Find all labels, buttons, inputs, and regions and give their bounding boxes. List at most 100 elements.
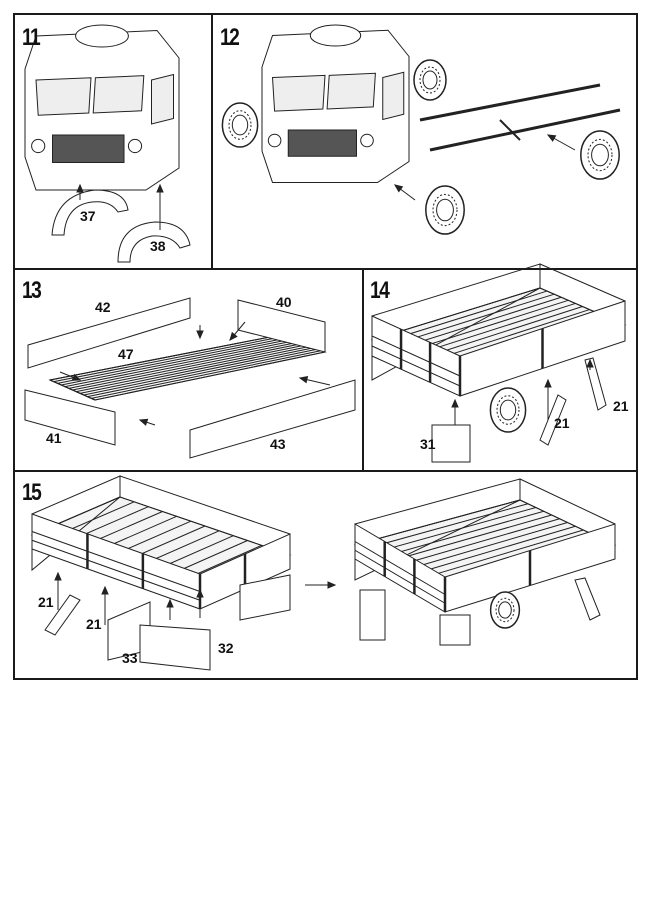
bed-step15-right-plank — [414, 529, 584, 581]
cab-windshield-right — [92, 75, 145, 114]
bed-step15-right-plank — [377, 510, 544, 559]
bed-step15-right-rail — [354, 549, 446, 604]
part-label-21b: 21 — [613, 398, 629, 414]
part-label-37: 37 — [80, 208, 96, 224]
cab-side-window — [382, 71, 405, 121]
step-number-12: 12 — [220, 24, 240, 51]
bed-step15-right-plank — [392, 518, 560, 568]
cab-roof-vent — [75, 24, 129, 48]
part-label-38: 38 — [150, 238, 166, 254]
floor-47-plank — [64, 340, 296, 388]
chassis-rail — [429, 108, 621, 152]
end-panel-40 — [237, 299, 326, 353]
part-label-21a: 21 — [38, 594, 54, 610]
arrow-head — [586, 358, 594, 368]
chassis-crossmember — [499, 119, 521, 141]
bed-step15-right-plank — [369, 507, 536, 555]
wheel-front-left-tread — [228, 110, 252, 140]
arrow-head — [196, 588, 204, 598]
floor-47-plank — [87, 348, 318, 398]
panel-step-15 — [13, 470, 638, 680]
cab-headlight — [127, 138, 143, 154]
arrow-head — [71, 373, 82, 381]
support-block — [239, 574, 291, 621]
box-31 — [431, 424, 471, 463]
wheel-rear-right-tread — [587, 138, 613, 172]
bracket-21 — [539, 394, 567, 446]
floor-47-plank — [83, 347, 314, 396]
mudguard-37 — [51, 189, 129, 236]
bed-step15-left-rail — [31, 531, 201, 592]
part-label-21b: 21 — [86, 616, 102, 632]
step-number-15: 15 — [22, 479, 42, 506]
cab-side-window — [151, 73, 174, 125]
bed-step15-right-rail — [354, 541, 446, 595]
floor-47-plank — [79, 345, 311, 394]
arrow-head — [229, 331, 238, 341]
cab-grille — [52, 134, 125, 163]
step-number-13: 13 — [22, 277, 42, 304]
floor-47-plank — [57, 337, 288, 384]
box-32 — [439, 614, 471, 646]
end-panel-41 — [24, 389, 116, 446]
part-label-40: 40 — [276, 294, 292, 310]
part-label-47: 47 — [118, 346, 134, 362]
floor-47-plank — [72, 343, 303, 391]
arrow-head — [327, 581, 337, 589]
part-label-21a: 21 — [554, 415, 570, 431]
step-number-11: 11 — [22, 24, 41, 51]
bed-step15-right-plank — [384, 514, 552, 564]
mudguard-38 — [117, 221, 191, 263]
arrow-head — [546, 134, 557, 142]
wheel-front-left-hub — [231, 114, 249, 136]
step-number-14: 14 — [370, 277, 390, 304]
arrow-head — [76, 183, 84, 193]
cab-windshield-left — [35, 77, 92, 116]
part-label-32: 32 — [218, 640, 234, 656]
wheel-rear-right-hub — [591, 143, 609, 167]
arrow-head — [54, 571, 62, 581]
cab-windshield-right — [326, 72, 376, 110]
side-panel-42 — [27, 297, 191, 369]
cab-headlight — [31, 138, 46, 154]
bed-step15-right-plank — [407, 525, 576, 577]
spare-wheel-hub — [499, 399, 517, 421]
floor-47-plank — [91, 350, 322, 399]
support-block — [359, 589, 386, 641]
floor-47-plank — [61, 338, 292, 386]
bed-step14-rail — [371, 335, 461, 377]
bed-step14-rail — [371, 345, 461, 387]
chassis-rail — [419, 83, 601, 122]
cab-windshield-left — [271, 74, 326, 112]
arrow-head — [166, 598, 174, 608]
cab-headlight — [360, 133, 374, 148]
part-label-42: 42 — [95, 299, 111, 315]
bracket-21 — [44, 594, 81, 636]
arrow-head — [298, 376, 309, 384]
bed-step15-right-plank — [362, 503, 529, 550]
arrow-head — [196, 330, 204, 340]
arrow-head — [138, 418, 149, 426]
bracket-21 — [574, 577, 601, 621]
floor-47-plank — [53, 335, 284, 383]
part-label-41: 41 — [46, 430, 62, 446]
cab-grille — [287, 129, 357, 157]
part-label-33: 33 — [122, 650, 138, 666]
cab-roof-vent — [309, 24, 362, 47]
wheel-front-right-tread — [432, 193, 458, 227]
spare-wheel-tread — [495, 597, 515, 623]
part-label-43: 43 — [270, 436, 286, 452]
spare-wheel-tread — [496, 395, 520, 425]
bed-step15-right-plank — [399, 522, 568, 572]
floor-47-plank — [68, 341, 299, 389]
wheel-rear-left-tread — [419, 66, 441, 94]
box-32 — [139, 624, 211, 671]
bed-step15-left-rail — [31, 539, 201, 601]
floor-47-plank — [76, 344, 307, 393]
side-panel-43 — [189, 379, 356, 459]
floor-47-rail — [49, 379, 96, 401]
arrow-head — [393, 184, 404, 193]
arrow-head — [544, 378, 552, 388]
wheel-front-right-hub — [436, 198, 454, 222]
